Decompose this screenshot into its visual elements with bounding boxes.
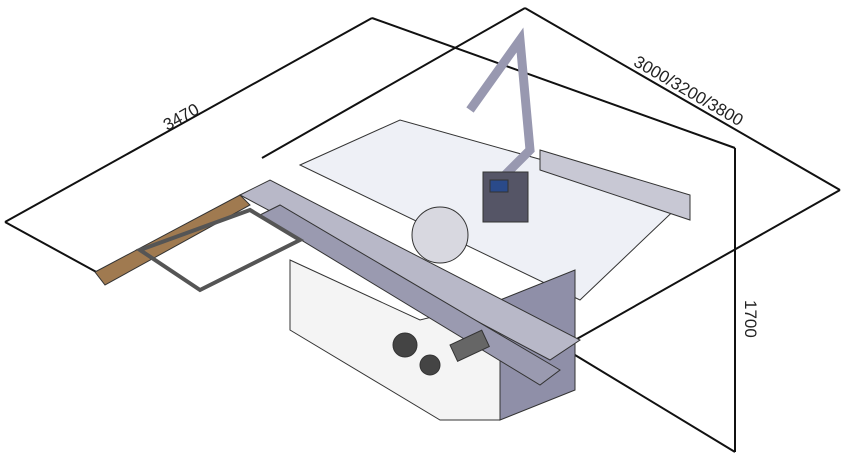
dimension-lines: [4, 7, 841, 453]
handwheel: [392, 332, 418, 358]
height-dimension-label: 1700: [741, 300, 760, 338]
outrigger-frame: [135, 207, 305, 293]
saw-blade-guard: [411, 206, 469, 264]
rip-fence: [539, 149, 691, 221]
overhead-guard-arm: [466, 27, 535, 184]
switch-panel: [449, 329, 490, 362]
saw-machine: [94, 27, 691, 421]
